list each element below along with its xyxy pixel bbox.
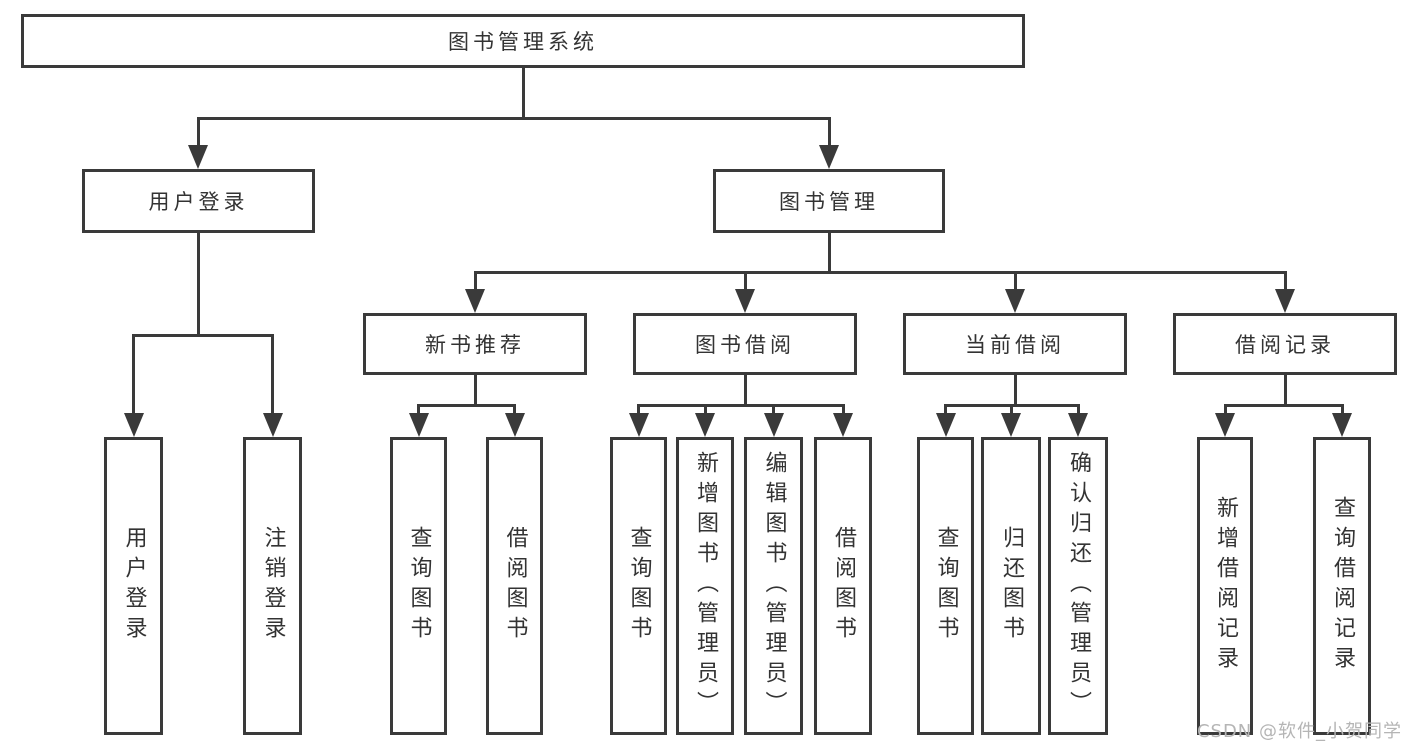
v-line [473,375,477,407]
arrow-shaft [1076,405,1080,415]
arrow-shaft [703,405,707,415]
arrow-shaft [743,272,747,290]
node-borrow-records: 借阅记录 [1173,313,1397,375]
leaf-label: 确认归还（管理员） [1066,451,1091,721]
leaf-borrow-add-books-admin: 新增图书（管理员） [676,437,734,735]
node-label: 当前借阅 [965,333,1065,357]
arrow-down-icon [1275,289,1295,313]
leaf-logout: 注销登录 [243,437,302,735]
h-line [417,403,516,407]
arrow-down-icon [408,413,429,437]
arrow-shaft [1223,405,1227,415]
leaf-current-return-books: 归还图书 [981,437,1041,735]
v-line [1283,375,1287,407]
node-root-library-system: 图书管理系统 [21,14,1025,68]
arrow-shaft [513,405,516,415]
v-line [743,375,747,407]
node-label: 新书推荐 [425,333,525,357]
v-line [521,68,525,118]
node-user-login: 用户登录 [82,169,315,233]
node-book-borrow: 图书借阅 [633,313,857,375]
node-label: 借阅记录 [1235,333,1335,357]
arrow-shaft [827,118,831,146]
arrow-shaft [417,405,420,415]
leaf-newbook-borrow-books: 借阅图书 [486,437,543,735]
h-line [132,333,274,337]
arrow-shaft [132,335,135,413]
v-line [196,233,200,335]
v-line [827,233,831,273]
node-label: 图书管理系统 [448,30,598,54]
h-line [196,116,831,120]
arrow-down-icon [262,413,283,437]
leaf-label: 新增图书（管理员） [693,451,718,721]
arrow-down-icon [1068,413,1088,437]
leaf-records-query-borrow-record: 查询借阅记录 [1313,437,1371,735]
leaf-label: 查询图书 [933,526,959,646]
leaf-borrow-borrow-books: 借阅图书 [814,437,872,735]
leaf-current-confirm-return-admin: 确认归还（管理员） [1048,437,1108,735]
node-new-book-recommend: 新书推荐 [363,313,587,375]
h-line [1223,403,1344,407]
arrow-down-icon [735,289,755,313]
leaf-records-add-borrow-record: 新增借阅记录 [1197,437,1253,735]
leaf-label: 借阅图书 [502,526,528,646]
v-line [1013,375,1017,407]
leaf-label: 归还图书 [999,526,1024,646]
arrow-shaft [772,405,775,415]
leaf-user-login: 用户登录 [104,437,163,735]
arrow-down-icon [1215,413,1235,437]
h-line [473,270,1287,274]
arrow-down-icon [465,289,485,313]
csdn-watermark: CSDN @软件_小贺同学 [1196,721,1402,742]
leaf-label: 编辑图书（管理员） [761,451,787,721]
leaf-label: 查询图书 [406,526,432,646]
arrow-down-icon [763,413,784,437]
leaf-current-query-books: 查询图书 [917,437,974,735]
leaf-label: 注销登录 [260,526,286,646]
arrow-shaft [1340,405,1344,415]
arrow-shaft [1013,272,1017,290]
arrow-shaft [637,405,640,415]
leaf-label: 查询借阅记录 [1330,496,1355,676]
leaf-label: 用户登录 [121,526,147,646]
arrow-shaft [473,272,477,290]
leaf-newbook-query-books: 查询图书 [390,437,447,735]
node-label: 图书管理 [779,190,879,214]
arrow-shaft [944,405,947,415]
arrow-shaft [1009,405,1013,415]
leaf-borrow-edit-books-admin: 编辑图书（管理员） [744,437,803,735]
arrow-down-icon [833,413,853,437]
leaf-label: 查询图书 [626,526,652,646]
arrow-down-icon [1005,289,1025,313]
h-line [637,403,845,407]
arrow-down-icon [819,145,839,169]
arrow-shaft [271,335,274,413]
leaf-borrow-query-books: 查询图书 [610,437,667,735]
node-label: 用户登录 [148,190,249,214]
arrow-shaft [1283,272,1287,290]
arrow-down-icon [504,413,525,437]
arrow-shaft [196,118,200,146]
arrow-shaft [841,405,845,415]
arrow-down-icon [188,145,208,169]
arrow-down-icon [123,413,144,437]
arrow-down-icon [628,413,649,437]
arrow-down-icon [1001,413,1021,437]
arrow-down-icon [695,413,715,437]
leaf-label: 新增借阅记录 [1213,496,1238,676]
arrow-down-icon [1332,413,1352,437]
arrow-down-icon [935,413,956,437]
node-current-borrow: 当前借阅 [903,313,1127,375]
node-label: 图书借阅 [695,333,795,357]
leaf-label: 借阅图书 [831,526,856,646]
node-book-management: 图书管理 [713,169,945,233]
